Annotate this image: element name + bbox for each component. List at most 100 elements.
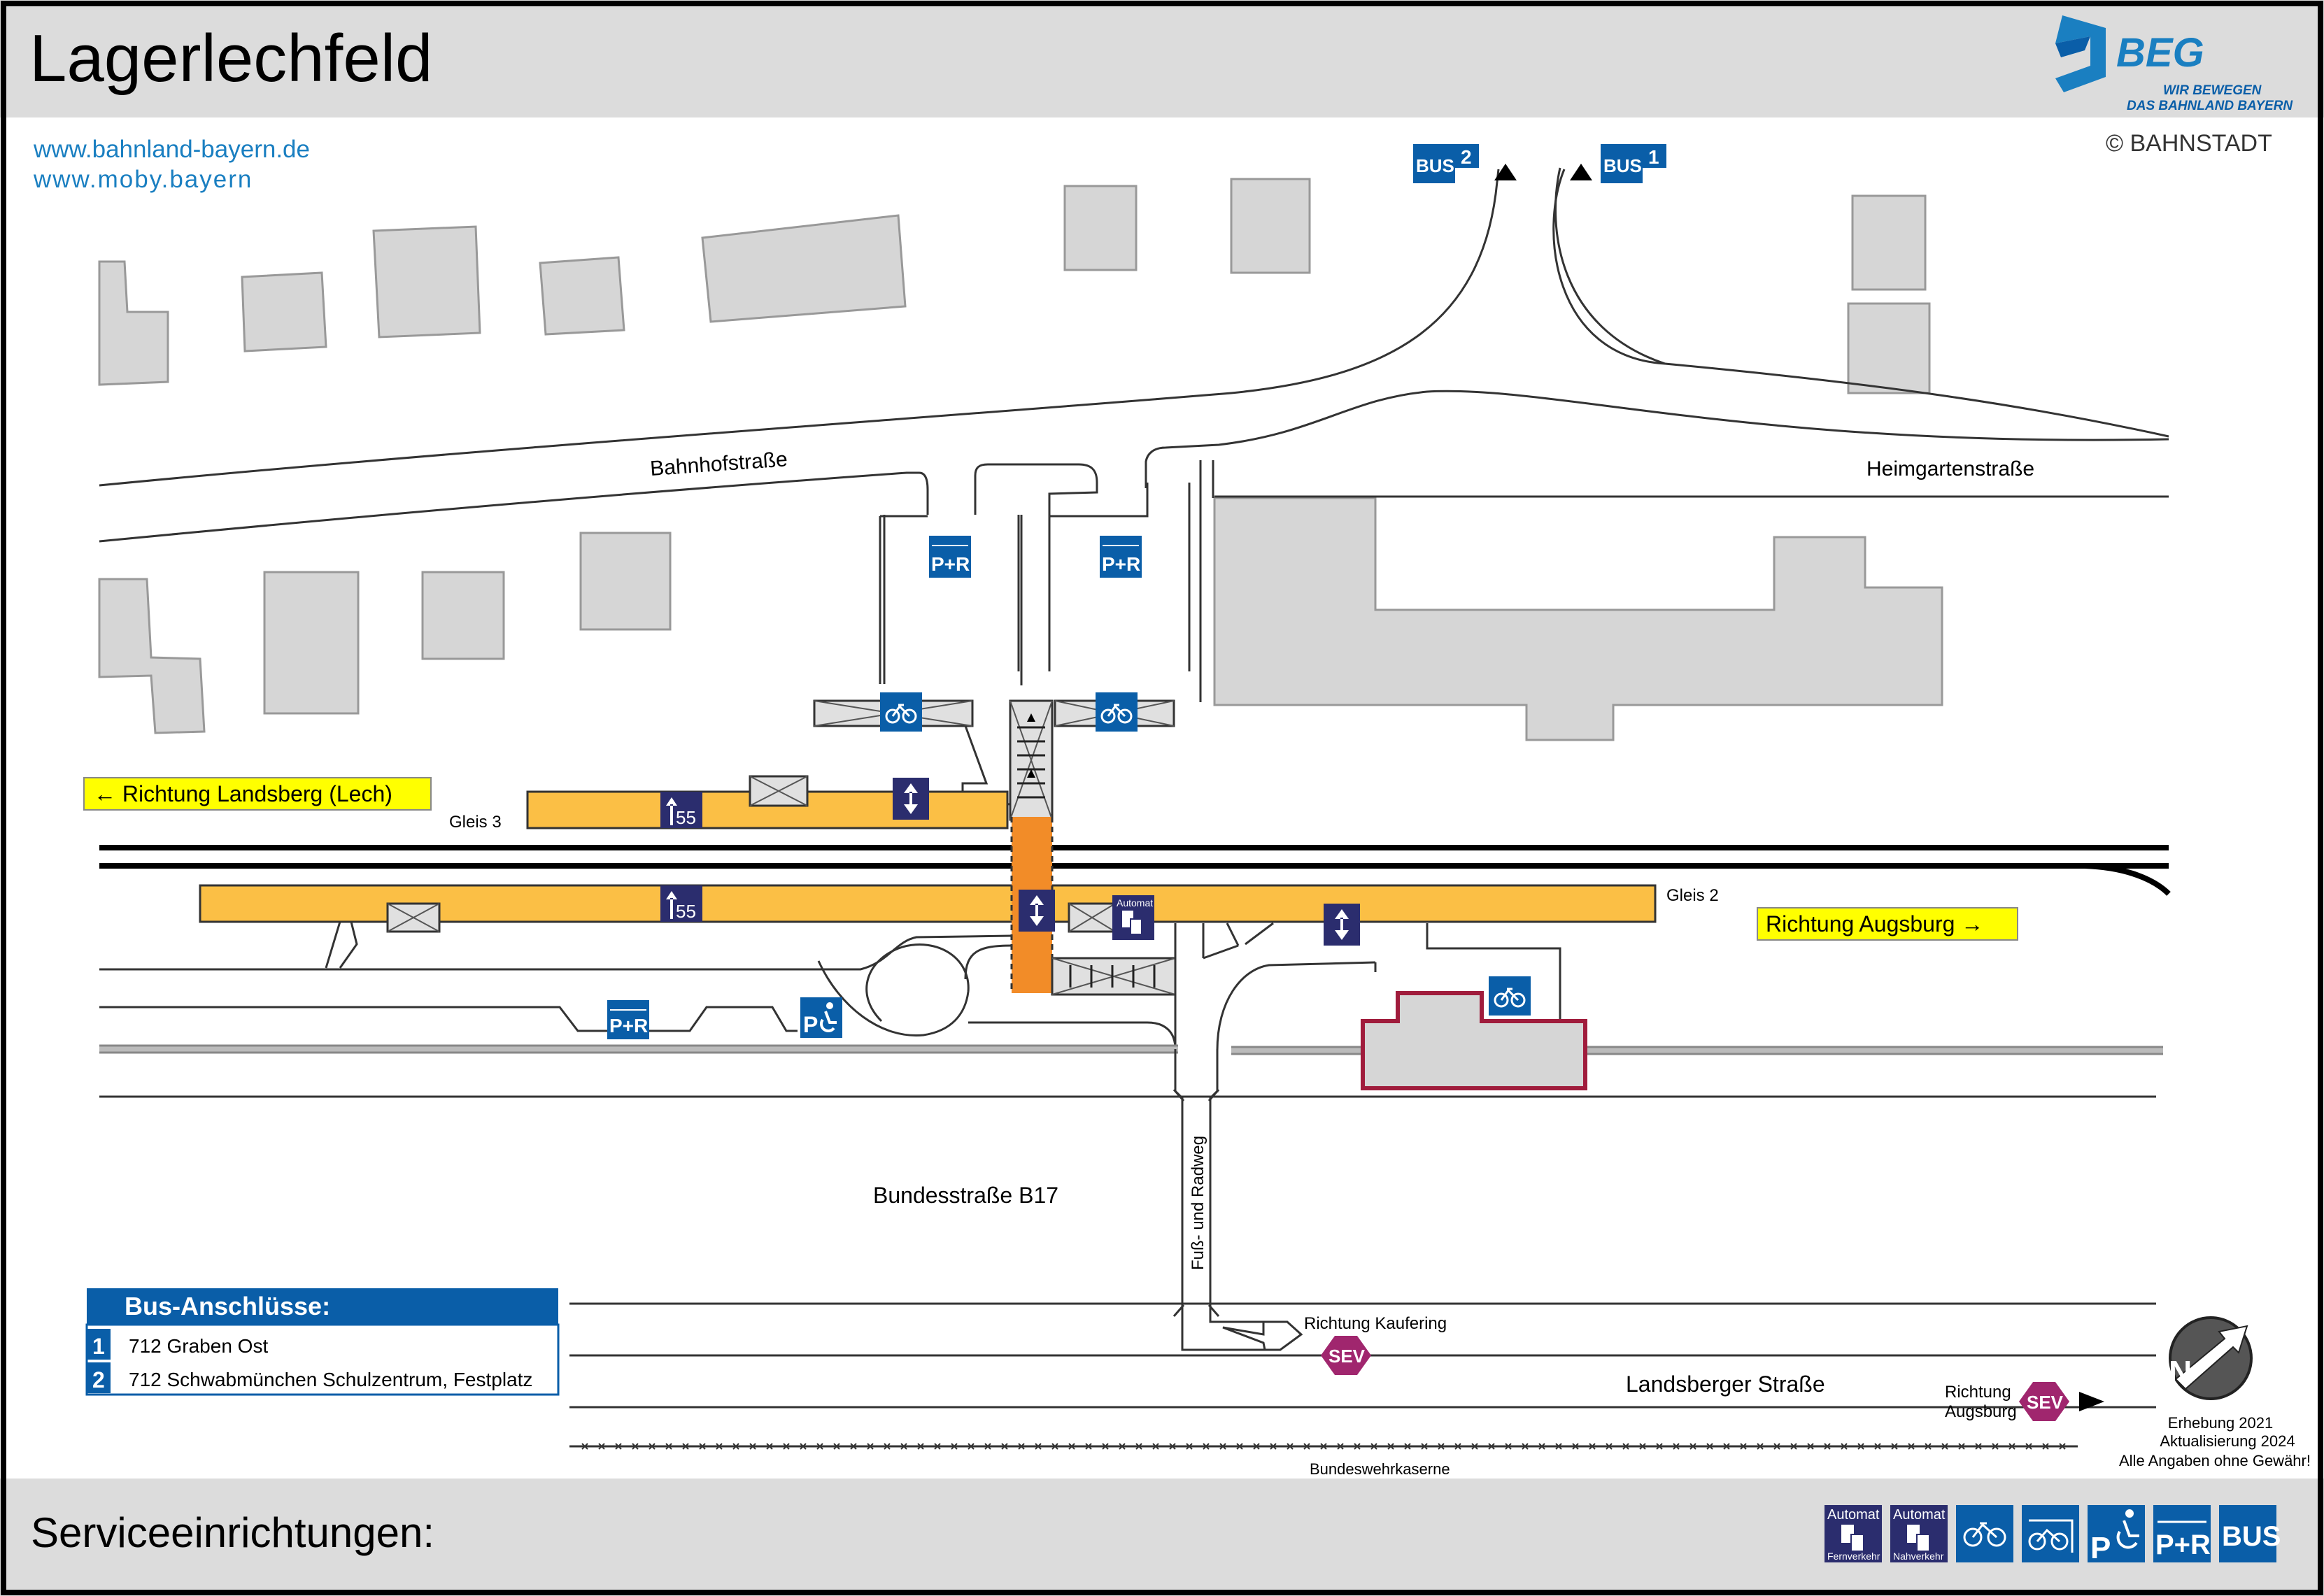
fence-mark	[1119, 1443, 1126, 1450]
fence-mark	[816, 1443, 823, 1450]
fence-mark	[1219, 1443, 1226, 1450]
fence-mark	[1370, 1443, 1377, 1450]
automat-fernverkehr-icon: Automat Fernverkehr	[1825, 1505, 1882, 1562]
fence-mark	[867, 1443, 874, 1450]
disclaimer: Alle Angaben ohne Gewähr!	[2119, 1452, 2311, 1469]
platform-height-label: 55	[676, 807, 696, 828]
station-title: Lagerlechfeld	[29, 21, 432, 96]
parking-label: P	[803, 1012, 818, 1037]
fence-mark	[1438, 1443, 1445, 1450]
fussweg-label: Fuß- und Radweg	[1189, 1136, 1207, 1270]
fence-mark	[1270, 1443, 1277, 1450]
survey-year: Erhebung 2021	[2168, 1414, 2273, 1432]
fence-mark	[1555, 1443, 1562, 1450]
fence-mark	[1656, 1443, 1663, 1450]
fence-mark	[1236, 1443, 1243, 1450]
railway-tracks	[99, 845, 2171, 896]
fence-mark	[682, 1443, 689, 1450]
fence-mark	[1874, 1443, 1881, 1450]
sev-label: SEV	[1328, 1346, 1366, 1367]
fence-mark	[1757, 1443, 1764, 1450]
fence-mark	[1975, 1443, 1982, 1450]
fence-mark	[1471, 1443, 1478, 1450]
fence-mark	[1925, 1443, 1932, 1450]
fence-mark	[1051, 1443, 1058, 1450]
fence-mark	[1035, 1443, 1042, 1450]
fence-mark	[1354, 1443, 1361, 1450]
bus-icon: BUS	[2219, 1505, 2281, 1562]
beg-wordmark: BEG	[2116, 30, 2204, 76]
bus-stop-2-number: 2	[1461, 146, 1472, 168]
fence-mark	[783, 1443, 790, 1450]
fence-mark	[1253, 1443, 1260, 1450]
fence-mark	[1639, 1443, 1646, 1450]
fence-mark	[716, 1443, 723, 1450]
update-year: Aktualisierung 2024	[2160, 1432, 2295, 1450]
fence-mark	[1505, 1443, 1512, 1450]
fence-mark	[1824, 1443, 1831, 1450]
fence-mark	[1186, 1443, 1193, 1450]
bus-row-1-text: 712 Graben Ost	[129, 1335, 268, 1357]
fence-mark	[732, 1443, 739, 1450]
platform-gleis-2	[199, 884, 1657, 923]
bus-stop-1-number: 1	[1648, 146, 1659, 168]
bus-row-2-number: 2	[92, 1367, 105, 1392]
fence-mark	[968, 1443, 975, 1450]
elevator-icon	[1324, 904, 1360, 946]
fence-mark	[833, 1443, 840, 1450]
ramp-west	[325, 920, 358, 969]
disabled-parking-icon: P	[2088, 1505, 2145, 1565]
foot-path	[1172, 1049, 1303, 1351]
fence-mark	[749, 1443, 756, 1450]
link-moby[interactable]: www.moby.bayern	[33, 166, 253, 193]
fence-mark	[934, 1443, 941, 1450]
fence-mark	[632, 1443, 639, 1450]
header-bar	[0, 0, 2324, 117]
gleis-3-label: Gleis 3	[449, 813, 502, 832]
direction-augsburg: Richtung Augsburg →	[1757, 907, 2018, 941]
fence-mark	[1152, 1443, 1159, 1450]
svg-text:Nahverkehr: Nahverkehr	[1893, 1551, 1944, 1562]
platform-height-icon: 55	[660, 885, 702, 922]
b17-label: Bundesstraße B17	[873, 1183, 1058, 1208]
park-and-ride-icon: P+R	[1100, 536, 1142, 578]
gleis-2-label: Gleis 2	[1666, 886, 1719, 905]
fence-mark	[1941, 1443, 1948, 1450]
sev-stop-augsburg: SEV Richtung Augsburg	[1945, 1382, 2104, 1421]
fence-mark	[1891, 1443, 1898, 1450]
park-and-ride-icon: P+R	[607, 1000, 649, 1039]
parking-north	[879, 483, 1191, 684]
heimgartenstrasse-label: Heimgartenstraße	[1866, 457, 2034, 480]
fence-mark	[1001, 1443, 1008, 1450]
svg-text:Automat: Automat	[1893, 1507, 1946, 1523]
fence-mark	[2042, 1443, 2049, 1450]
platform-height-icon: 55	[660, 792, 702, 828]
sev-kaufering-direction: Richtung Kaufering	[1304, 1314, 1447, 1333]
arrow-right-icon	[2079, 1392, 2104, 1411]
fence-mark	[2008, 1443, 2015, 1450]
fence-mark	[884, 1443, 891, 1450]
bike-rack-gleis2-west	[386, 902, 441, 933]
direction-landsberg-label: ← Richtung Landsberg (Lech)	[94, 781, 392, 806]
fence-mark	[1673, 1443, 1680, 1450]
link-bahnland[interactable]: www.bahnland-bayern.de	[33, 136, 310, 163]
fence-mark	[1841, 1443, 1848, 1450]
fence-mark	[1908, 1443, 1915, 1450]
bus-stop-2-bus-label: BUS	[1416, 155, 1454, 176]
fence-mark	[1068, 1443, 1075, 1450]
fence-mark	[917, 1443, 924, 1450]
bike-rack-gleis3	[749, 775, 809, 807]
landsberger-strasse-label: Landsberger Straße	[1626, 1371, 1825, 1397]
direction-landsberg: ← Richtung Landsberg (Lech)	[83, 777, 432, 811]
bike-parking-icon	[1096, 692, 1138, 732]
fence-mark	[1807, 1443, 1814, 1450]
fence-mark	[900, 1443, 907, 1450]
svg-text:Automat: Automat	[1827, 1507, 1880, 1523]
svg-text:P: P	[2090, 1531, 2111, 1565]
bike-parking-icon	[880, 692, 922, 732]
sev-stop-kaufering: SEV Richtung Kaufering	[1304, 1314, 1447, 1375]
fence-mark	[1606, 1443, 1613, 1450]
fence-mark	[951, 1443, 958, 1450]
